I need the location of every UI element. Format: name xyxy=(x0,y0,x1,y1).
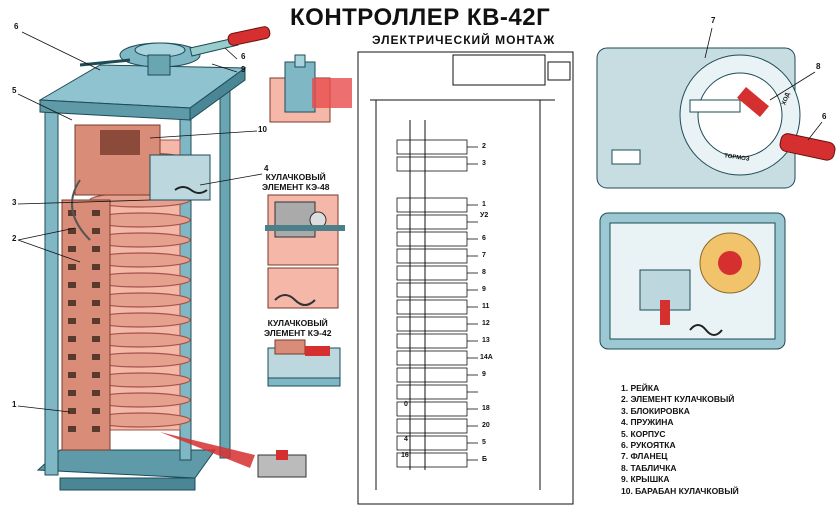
caption-line: ЭЛЕМЕНТ КЭ-42 xyxy=(264,328,332,338)
legend-item: 1. РЕЙКА xyxy=(621,383,660,393)
schem-label: 4 xyxy=(404,436,408,443)
controller-3d-view xyxy=(36,26,307,491)
legend-item: 8. ТАБЛИЧКА xyxy=(621,462,677,473)
callout-3: 3 xyxy=(12,198,17,207)
ke48-detail xyxy=(265,194,345,309)
legend-item: 3. БЛОКИРОВКА xyxy=(621,405,690,416)
ke48-caption: КУЛАЧКОВЫЙ ЭЛЕМЕНТ КЭ-48 xyxy=(262,172,329,192)
legend-item: 10. БАРАБАН КУЛАЧКОВЫЙ xyxy=(621,485,739,496)
legend-item: 2. ЭЛЕМЕНТ КУЛАЧКОВЫЙ xyxy=(621,394,735,405)
schem-label: 9 xyxy=(482,371,486,378)
schem-label: 8 xyxy=(482,269,486,276)
schem-label: 5 xyxy=(482,439,486,446)
controller-top-view xyxy=(596,27,836,189)
schem-label: Б xyxy=(482,456,488,463)
legend-item: 9. КРЫШКА xyxy=(621,474,670,485)
schematic-title: ЭЛЕКТРИЧЕСКИЙ МОНТАЖ xyxy=(372,33,556,47)
electrical-schematic xyxy=(357,51,574,505)
legend-item: 6. РУКОЯТКА xyxy=(621,440,676,451)
schem-label: У2 xyxy=(480,212,489,219)
callout-9: 9 xyxy=(241,65,246,74)
shaft-detail xyxy=(269,54,352,123)
schem-label: 14А xyxy=(480,354,493,361)
caption-line: ЭЛЕМЕНТ КЭ-48 xyxy=(262,182,330,192)
callout-6c: 6 xyxy=(822,112,827,121)
callout-8: 8 xyxy=(816,62,821,71)
schem-label: 18 xyxy=(482,405,490,412)
page-title: КОНТРОЛЛЕР КВ-42Г xyxy=(290,4,551,31)
ke42-caption: КУЛАЧКОВЫЙ ЭЛЕМЕНТ КЭ-42 xyxy=(264,318,331,338)
schem-label: 13 xyxy=(482,337,490,344)
schem-label: 7 xyxy=(482,252,486,259)
schem-label: 16 xyxy=(401,452,409,459)
mechanism-view xyxy=(599,212,786,350)
callout-1: 1 xyxy=(12,400,17,409)
schem-label: 1 xyxy=(482,201,486,208)
legend-item: 4. ПРУЖИНА xyxy=(621,417,674,428)
schem-label: 6 xyxy=(482,235,486,242)
caption-line: КУЛАЧКОВЫЙ xyxy=(265,172,326,182)
legend-item: 5. КОРПУС xyxy=(621,428,666,439)
parts-legend: 1. РЕЙКА 2. ЭЛЕМЕНТ КУЛАЧКОВЫЙ 3. БЛОКИР… xyxy=(621,383,739,497)
ke42-detail xyxy=(267,339,341,387)
callout-10: 10 xyxy=(258,125,267,134)
caption-line: КУЛАЧКОВЫЙ xyxy=(267,318,328,328)
schem-label: 11 xyxy=(482,303,490,310)
schem-label: 0 xyxy=(404,401,408,408)
callout-6b: 6 xyxy=(241,52,246,61)
callout-6: 6 xyxy=(14,22,19,31)
callout-4: 4 xyxy=(264,164,269,173)
callout-5: 5 xyxy=(12,86,17,95)
callout-7: 7 xyxy=(711,16,716,25)
schem-label: 12 xyxy=(482,320,490,327)
schem-label: 9 xyxy=(482,286,486,293)
schem-label: 3 xyxy=(482,160,486,167)
callout-2: 2 xyxy=(12,234,17,243)
legend-item: 7. ФЛАНЕЦ xyxy=(621,451,668,462)
schem-label: 2 xyxy=(482,143,486,150)
schem-label: 20 xyxy=(482,422,490,429)
